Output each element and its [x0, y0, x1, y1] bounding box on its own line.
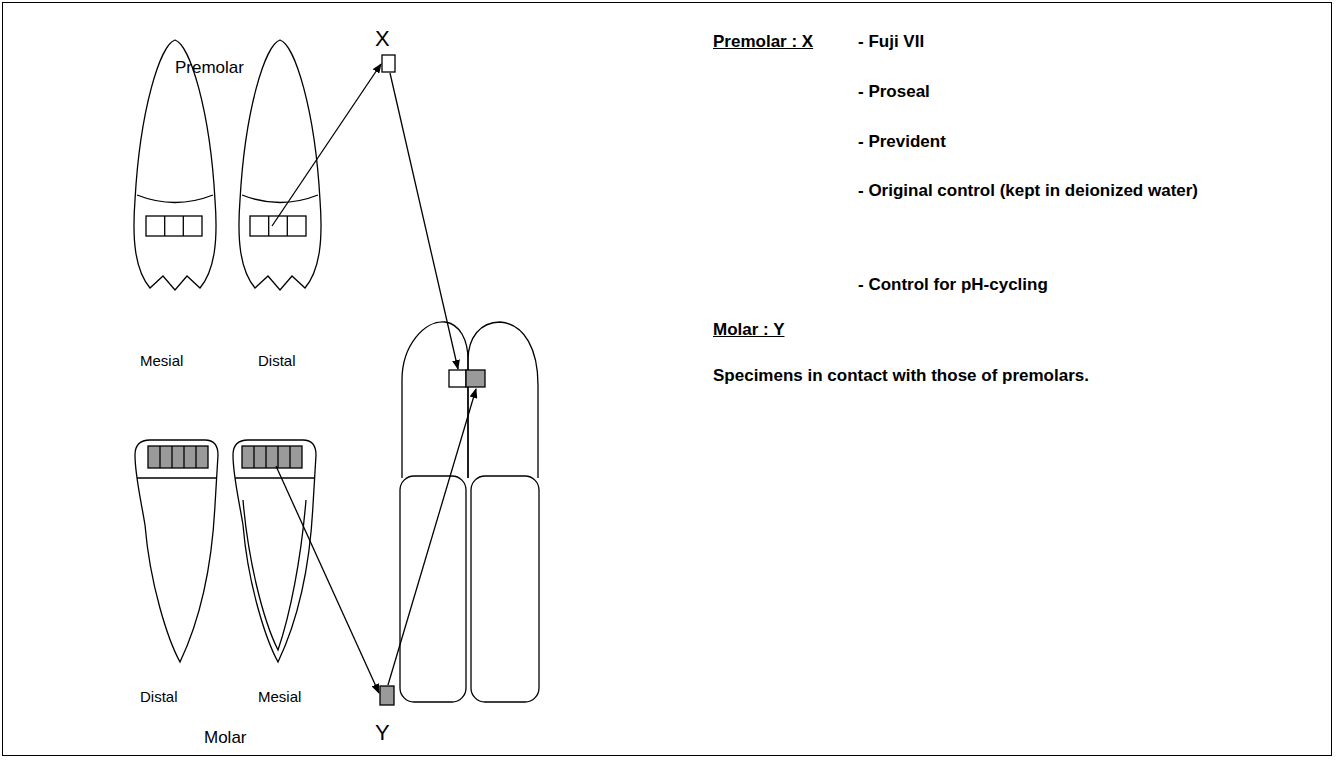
specimen-letter: Y [375, 720, 390, 746]
group-item: - Proseal [858, 82, 930, 102]
group-item: - Control for pH-cycling [858, 275, 1048, 295]
group-item: - Fuji VII [858, 32, 924, 52]
tooth-group-label: Premolar [175, 58, 244, 78]
legend-heading: Molar : Y [713, 320, 784, 340]
surface-label: Mesial [140, 352, 183, 369]
legend-heading: Premolar : X [713, 32, 813, 52]
tooth-group-label: Molar [204, 728, 247, 748]
surface-label: Distal [140, 688, 178, 705]
specimen-letter: X [375, 26, 390, 52]
surface-label: Mesial [258, 688, 301, 705]
group-item: - Prevident [858, 132, 946, 152]
legend-note: Specimens in contact with those of premo… [713, 366, 1089, 386]
group-item: - Original control (kept in deionized wa… [858, 168, 1208, 214]
surface-label: Distal [258, 352, 296, 369]
